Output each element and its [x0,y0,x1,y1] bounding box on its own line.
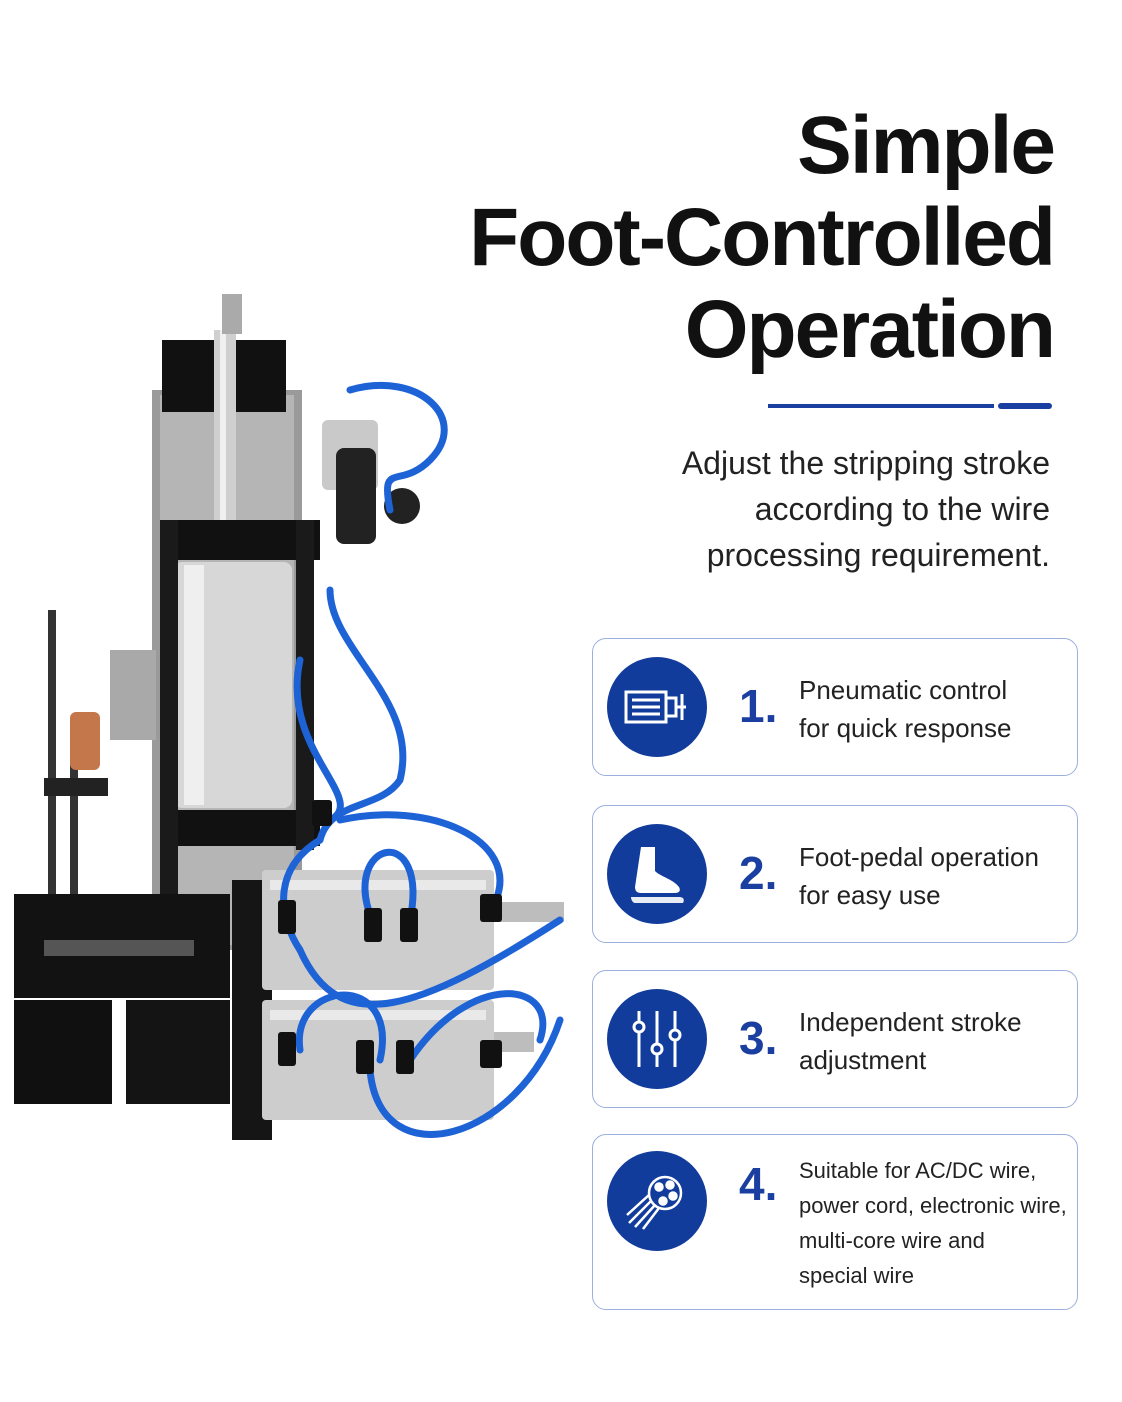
feature-text-line-4: special wire [799,1263,914,1288]
feature-number: 1. [739,680,778,732]
title-line-1: Simple [797,100,1056,191]
foot-pedal-icon [607,824,707,924]
title-line-3: Operation [684,284,1056,375]
description-line-1: Adjust the stripping stroke [681,445,1050,481]
feature-text: Suitable for AC/DC wire, power cord, ele… [799,1153,1067,1293]
feature-text: Pneumatic control for quick response [799,671,1011,747]
feature-text-line-1: Foot-pedal operation [799,842,1039,872]
feature-card-1: 1. Pneumatic control for quick response [592,638,1078,776]
description: Adjust the stripping stroke according to… [570,440,1050,578]
feature-text-line-1: Independent stroke [799,1007,1022,1037]
feature-text-line-2: for easy use [799,880,941,910]
feature-text: Independent stroke adjustment [799,1003,1022,1079]
feature-text: Foot-pedal operation for easy use [799,838,1039,914]
page-title: Simple Foot-Controlled Operation [354,100,1056,376]
pneumatic-cylinder-icon [607,657,707,757]
feature-text-line-2: power cord, electronic wire, [799,1193,1067,1218]
feature-text-line-1: Pneumatic control [799,675,1008,705]
wire-bundle-icon [607,1151,707,1251]
feature-number: 2. [739,847,778,899]
feature-text-line-3: multi-core wire and [799,1228,985,1253]
title-line-2: Foot-Controlled [469,192,1056,283]
pneumatic-wire-stripping-machine-image [14,294,564,1140]
feature-card-4: 4. Suitable for AC/DC wire, power cord, … [592,1134,1078,1310]
feature-card-3: 3. Independent stroke adjustment [592,970,1078,1108]
feature-text-line-2: adjustment [799,1045,927,1075]
feature-text-line-2: for quick response [799,713,1012,743]
feature-card-2: 2. Foot-pedal operation for easy use [592,805,1078,943]
feature-text-line-1: Suitable for AC/DC wire, [799,1158,1037,1183]
title-divider [768,404,994,408]
feature-number: 3. [739,1012,778,1064]
title-divider-accent [998,403,1052,409]
feature-number: 4. [739,1158,778,1210]
description-line-2: according to the wire [754,491,1050,527]
description-line-3: processing requirement. [706,537,1050,573]
slider-adjust-icon [607,989,707,1089]
